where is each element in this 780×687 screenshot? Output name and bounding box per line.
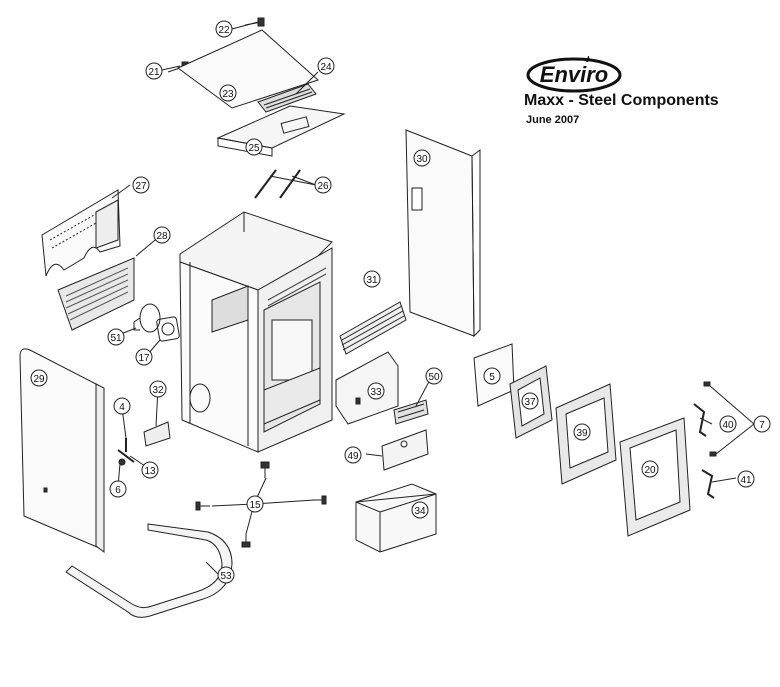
svg-text:49: 49 [347, 451, 359, 462]
part-28-rear-grille [58, 258, 134, 330]
svg-text:30: 30 [416, 154, 428, 165]
callout-4: 4 [114, 398, 130, 414]
svg-text:20: 20 [644, 465, 656, 476]
svg-text:51: 51 [110, 333, 122, 344]
callout-17: 17 [136, 349, 152, 365]
callout-23: 23 [220, 85, 236, 101]
svg-text:31: 31 [366, 275, 378, 286]
svg-text:6: 6 [115, 485, 121, 496]
part-51-fan [134, 304, 160, 332]
part-26-rods [255, 170, 300, 198]
svg-text:37: 37 [524, 397, 536, 408]
svg-text:50: 50 [428, 372, 440, 383]
part-40-hinge [694, 404, 706, 436]
callout-51: 51 [108, 329, 124, 345]
diagram-title: Maxx - Steel Components [524, 92, 719, 109]
callout-50: 50 [426, 368, 442, 384]
logo-wordmark: Enviro [539, 62, 609, 87]
svg-text:25: 25 [248, 143, 260, 154]
callout-24: 24 [318, 58, 334, 74]
svg-text:4: 4 [119, 402, 125, 413]
callout-49: 49 [345, 447, 361, 463]
part-17-gasket [156, 316, 180, 341]
svg-text:53: 53 [220, 571, 232, 582]
svg-text:15: 15 [249, 500, 261, 511]
part-50-burn-pot [394, 400, 428, 424]
part-31-heat-exchanger [340, 302, 406, 354]
brand-block: Enviro Maxx - Steel Components June 2007 [520, 52, 760, 142]
svg-text:34: 34 [414, 506, 426, 517]
svg-text:7: 7 [759, 420, 765, 431]
part-30-side-panel [406, 130, 480, 336]
part-23-top-plate [178, 30, 318, 108]
svg-text:39: 39 [576, 428, 588, 439]
svg-text:21: 21 [148, 67, 160, 78]
callout-26: 26 [315, 177, 331, 193]
callout-27: 27 [133, 177, 149, 193]
svg-text:28: 28 [156, 231, 168, 242]
callout-33: 33 [368, 383, 384, 399]
callout-37: 37 [522, 393, 538, 409]
callout-34: 34 [412, 502, 428, 518]
part-29-side-panel [20, 349, 104, 552]
callout-21: 21 [146, 63, 162, 79]
callout-7: 7 [754, 416, 770, 432]
part-33-baffle [336, 352, 398, 424]
callout-20: 20 [642, 461, 658, 477]
callout-15: 15 [247, 496, 263, 512]
diagram-date: June 2007 [526, 114, 580, 126]
svg-text:13: 13 [144, 466, 156, 477]
svg-text:33: 33 [370, 387, 382, 398]
callout-53: 53 [218, 567, 234, 583]
svg-text:27: 27 [135, 181, 147, 192]
logo-oval [526, 54, 622, 94]
svg-text:23: 23 [222, 89, 234, 100]
callout-6: 6 [110, 481, 126, 497]
callout-31: 31 [364, 271, 380, 287]
part-53-base-frame [66, 524, 232, 617]
callout-32: 32 [150, 381, 166, 397]
callout-28: 28 [154, 227, 170, 243]
svg-text:32: 32 [152, 385, 164, 396]
part-34-ash-pan [356, 484, 436, 552]
callout-39: 39 [574, 424, 590, 440]
svg-text:29: 29 [33, 374, 45, 385]
part-20-door [620, 418, 690, 536]
enviro-logo: Enviro [526, 54, 622, 94]
part-41-hinge [702, 470, 714, 498]
part-49-burn-pot-holder [382, 430, 428, 470]
svg-text:40: 40 [722, 420, 734, 431]
callout-25: 25 [246, 139, 262, 155]
part-4-13-6-hardware [118, 438, 134, 465]
part-27-heat-shield [42, 190, 120, 276]
callout-13: 13 [142, 462, 158, 478]
callout-30: 30 [414, 150, 430, 166]
svg-text:26: 26 [317, 181, 329, 192]
callout-5: 5 [484, 368, 500, 384]
callout-22: 22 [216, 21, 232, 37]
svg-text:24: 24 [320, 62, 332, 73]
callout-40: 40 [720, 416, 736, 432]
part-24-top-grille [258, 84, 316, 112]
svg-text:41: 41 [740, 475, 752, 486]
stove-main-body [180, 212, 332, 452]
svg-text:17: 17 [138, 353, 150, 364]
svg-text:22: 22 [218, 25, 230, 36]
part-32-bracket [144, 422, 170, 446]
svg-text:5: 5 [489, 372, 495, 383]
part-15-leveling-feet [196, 462, 326, 547]
callout-41: 41 [738, 471, 754, 487]
callout-29: 29 [31, 370, 47, 386]
leader-lines [112, 22, 754, 574]
